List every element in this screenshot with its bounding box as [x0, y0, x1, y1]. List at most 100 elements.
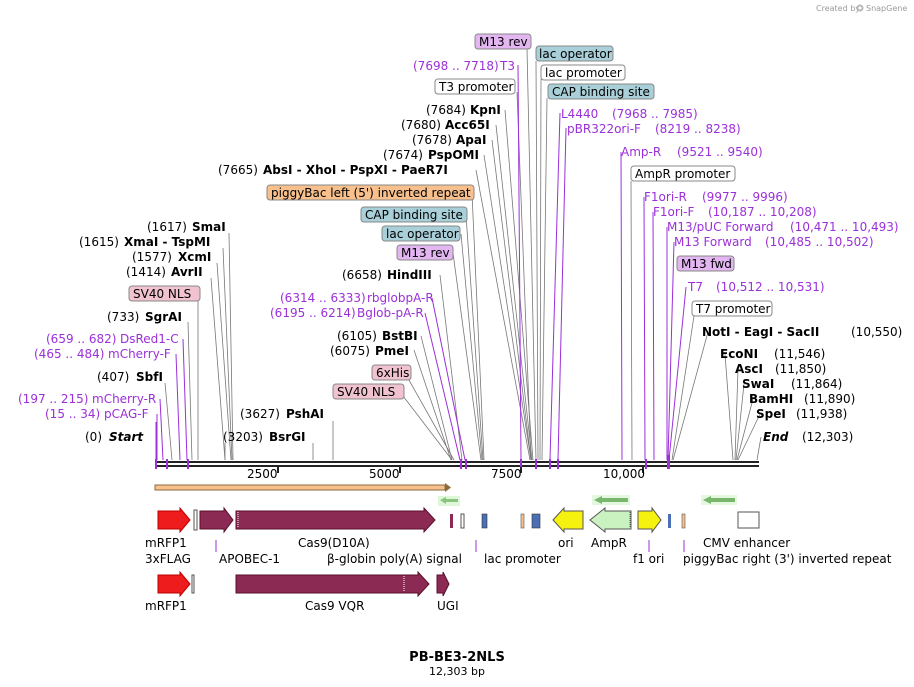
- site-spei-pos: (11,938): [796, 407, 847, 421]
- site-bsrgi-pos: (3203): [223, 430, 263, 444]
- primer-f1orir-pos: (9977 .. 9996): [702, 190, 788, 204]
- site-hindiii-pos: (6658): [342, 268, 382, 282]
- feature-cas9vqr-arrow[interactable]: [235, 570, 430, 598]
- feature-lacop-block[interactable]: [520, 513, 541, 529]
- feature-small-white-block[interactable]: [191, 574, 195, 594]
- site-bstbi-pos: (6105): [337, 329, 377, 343]
- primer-lines: [155, 64, 687, 461]
- feature-box-cap-top[interactable]: CAP binding site: [547, 83, 655, 100]
- site-acc65i-pos: (7680): [401, 118, 441, 132]
- feature-box-pbleft[interactable]: piggyBac left (5') inverted repeat: [266, 184, 475, 201]
- end-name: End: [763, 430, 789, 444]
- feature-small-lac-block[interactable]: [668, 514, 671, 528]
- site-xcmi-name: XcmI: [178, 250, 211, 264]
- feature-sv40nls-block[interactable]: [450, 514, 453, 528]
- site-econi-pos: (11,546): [774, 347, 825, 361]
- feature-box-lacop-mid[interactable]: lac operator: [381, 225, 461, 242]
- feature-box-sv40nls-mid[interactable]: SV40 NLS: [332, 383, 405, 400]
- primer-mcherryf-name: mCherry-F: [108, 347, 171, 361]
- feature-apobec1-arrow[interactable]: [199, 506, 234, 534]
- feature-ticks-row1: [215, 540, 685, 552]
- feature-box-cap-mid[interactable]: CAP binding site: [360, 206, 468, 223]
- svg-text:SV40 NLS: SV40 NLS: [133, 287, 191, 301]
- leader-lines: [164, 47, 762, 461]
- primer-l4440-name: L4440: [561, 107, 598, 121]
- primer-ampr-pos: (9521 .. 9540): [677, 145, 763, 159]
- site-absi-names: AbsI - XhoI - PspXI - PaeR7I: [263, 163, 448, 177]
- svg-text:piggyBac left (5') inverted re: piggyBac left (5') inverted repeat: [271, 186, 471, 200]
- site-bamhi-name: BamHI: [749, 392, 793, 406]
- primer-ampr-name: Amp-R: [621, 145, 661, 159]
- label-3xflag: 3xFLAG: [145, 552, 191, 566]
- feature-box-m13rev-top[interactable]: M13 rev: [474, 33, 532, 50]
- site-kpni-name: KpnI: [470, 103, 501, 117]
- site-sbfi-pos: (407): [97, 370, 129, 384]
- site-xcmi-pos: (1577): [132, 250, 172, 264]
- site-bamhi-pos: (11,890): [804, 392, 855, 406]
- primer-t7-name: T7: [687, 280, 703, 294]
- feature-ampr-arrow[interactable]: [589, 506, 632, 534]
- feature-box-m13fwd[interactable]: M13 fwd: [676, 255, 735, 272]
- site-sgrai-pos: (733): [107, 310, 139, 324]
- feature-box-m13rev-mid[interactable]: M13 rev: [396, 244, 454, 261]
- feature-box-amprprom[interactable]: AmpR promoter: [630, 165, 736, 182]
- feature-ori-arrow[interactable]: [552, 506, 584, 534]
- feature-cmv-block[interactable]: [737, 511, 760, 529]
- primer-pcag-name: pCAG-F: [104, 407, 149, 421]
- label-apobec1: APOBEC-1: [219, 552, 280, 566]
- site-apai-name: ApaI: [456, 133, 486, 147]
- site-apai-pos: (7678): [412, 133, 452, 147]
- site-pmei-pos: (6075): [330, 344, 370, 358]
- feature-box-sv40nls-left[interactable]: SV40 NLS: [128, 285, 201, 302]
- feature-lacprom-block[interactable]: [481, 513, 488, 529]
- feature-ugi-arrow[interactable]: [436, 571, 450, 597]
- feature-mrfp1b-arrow[interactable]: [157, 570, 191, 598]
- feature-box-lacprom-top[interactable]: lac promoter: [540, 64, 626, 81]
- primer-mcherryr-pos: (197 .. 215): [18, 392, 88, 406]
- brand-text: SnapGene: [866, 4, 907, 13]
- feature-3xflag-block[interactable]: [193, 509, 198, 531]
- primer-mcherryf-pos: (465 .. 484): [34, 347, 104, 361]
- primer-m13f-pos: (10,485 .. 10,502): [765, 235, 874, 249]
- svg-text:lac promoter: lac promoter: [545, 66, 622, 80]
- primer-f1orif-pos: (10,187 .. 10,208): [708, 205, 817, 219]
- site-swai-name: SwaI: [742, 377, 774, 391]
- site-xmai-names: XmaI - TspMI: [124, 235, 210, 249]
- primer-f1orir-name: F1ori-R: [644, 190, 687, 204]
- svg-text:T7 promoter: T7 promoter: [695, 302, 771, 316]
- feature-cas9d10a-arrow[interactable]: [235, 506, 436, 534]
- feature-pbright-block[interactable]: [681, 513, 686, 529]
- feature-box-t3prom[interactable]: T3 promoter: [434, 78, 516, 95]
- credit-text: Created by: [816, 4, 860, 13]
- svg-text:M13 fwd: M13 fwd: [681, 257, 732, 271]
- site-noti-pos: (10,550): [851, 325, 902, 339]
- svg-text:M13 rev: M13 rev: [479, 35, 528, 49]
- feature-box-6xhis[interactable]: 6xHis: [371, 364, 412, 381]
- feature-mrfp1-arrow[interactable]: [157, 506, 191, 534]
- site-econi-name: EcoNI: [720, 347, 758, 361]
- site-pspomi-name: PspOMI: [428, 148, 479, 162]
- primer-m13puc-name: M13/pUC Forward: [667, 220, 774, 234]
- primer-bglob-name: Bglob-pA-R: [357, 306, 424, 320]
- primer-pbr-pos: (8219 .. 8238): [655, 122, 741, 136]
- primer-l4440-pos: (7968 .. 7985): [612, 107, 698, 121]
- sequence-backbone: [155, 461, 759, 467]
- site-bsrgi-name: BsrGI: [269, 430, 306, 444]
- primer-pcag-pos: (15 .. 34): [45, 407, 100, 421]
- primer-rbglob-name: rbglobpA-R: [367, 291, 434, 305]
- feature-box-t7prom[interactable]: T7 promoter: [691, 300, 773, 317]
- site-sbfi-name: SbfI: [136, 370, 163, 384]
- primer-dsred-pos: (659 .. 682): [46, 332, 116, 346]
- site-kpni-pos: (7684): [426, 103, 466, 117]
- feature-box-lacop-top[interactable]: lac operator: [535, 45, 614, 62]
- feature-bglobin-block[interactable]: [460, 513, 465, 529]
- site-pmei-name: PmeI: [375, 344, 409, 358]
- axis-ticks: [277, 467, 644, 473]
- site-avrii-pos: (1414): [126, 265, 166, 279]
- primer-pbr-name: pBR322ori-F: [567, 122, 641, 136]
- label-f1ori: f1 ori: [633, 552, 664, 566]
- site-sgrai-name: SgrAI: [145, 310, 182, 324]
- axis-tick-5000: 5000: [369, 467, 400, 481]
- feature-f1ori-arrow[interactable]: [637, 506, 662, 534]
- plasmid-name: PB-BE3-2NLS: [409, 650, 505, 665]
